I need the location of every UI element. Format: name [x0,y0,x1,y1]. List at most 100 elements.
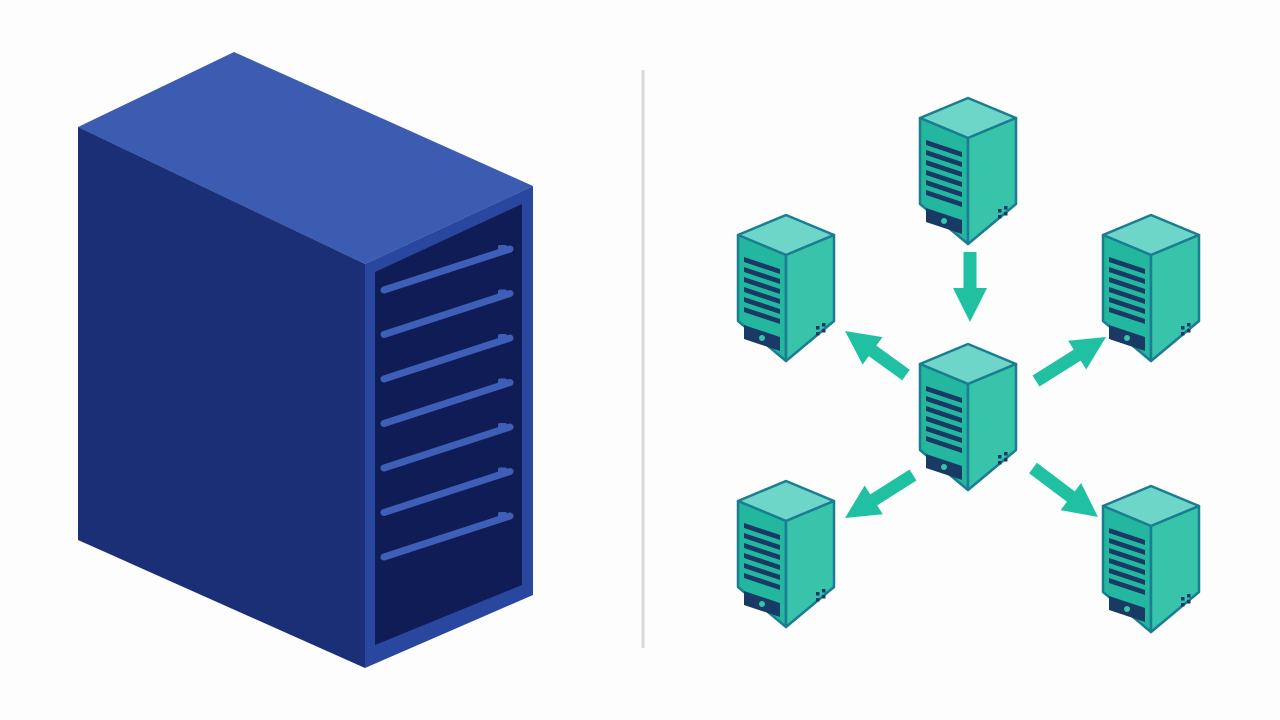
node-side-face [784,233,836,363]
tower-bay-panel [375,204,522,645]
drive-bay-indicator [498,378,507,388]
drive-bay-indicator [498,512,507,521]
node-vent-stripe [744,523,780,540]
node-status-dot [816,598,820,602]
node-status-dot [1004,212,1008,216]
node-status-dot [998,215,1002,219]
drive-bay-line [380,423,514,472]
node-vent-stripe [926,160,962,177]
node-status-dot [1187,323,1191,327]
node-vent-stripe [744,257,780,274]
node-vent-stripe [1109,578,1145,595]
node-power-indicator [941,218,947,224]
tower-top-face [78,52,533,264]
node-vent-stripe [744,553,780,570]
drive-bay-indicator [498,423,507,432]
node-vent-stripe [744,533,780,550]
flow-arrow [953,252,987,322]
node-vent-stripe [926,170,962,187]
node-vent-stripe [744,573,780,590]
flow-arrow [1032,337,1106,387]
flow-arrow [845,469,917,518]
node-power-indicator [759,601,765,607]
node-status-dot [1004,458,1008,462]
node-vent-stripe [1109,267,1145,284]
node-vent-stripe [1109,297,1145,314]
drive-bay-line [380,379,514,427]
flow-arrow [1029,462,1098,517]
node-power-indicator [941,464,947,470]
node-vent-stripe [926,140,962,157]
distributed-servers-panel [736,96,1201,634]
flow-arrow [845,331,910,381]
node-vent-stripe [744,277,780,294]
node-status-dot [816,332,820,336]
node-vent-stripe [926,180,962,197]
drive-bay-line [380,290,514,338]
node-vent-stripe [1109,307,1145,324]
node-vent-stripe [1109,548,1145,565]
node-vent-stripe [1109,558,1145,575]
node-status-dot [1187,600,1191,604]
node-vent-stripe [926,386,962,403]
tower-front-face [78,127,365,668]
server-node-icon [736,213,836,363]
server-node-icon [918,342,1018,492]
node-vent-stripe [926,416,962,433]
drive-bay-line [380,468,514,516]
node-status-dot [1181,603,1185,607]
node-status-dot [822,589,826,593]
node-status-dot [998,455,1002,459]
node-vent-stripe [744,297,780,314]
drive-bay-indicator [498,245,507,254]
server-node-icon [736,479,836,629]
node-status-dot [816,326,820,330]
drive-bay-line [380,512,514,561]
node-vent-stripe [1109,528,1145,545]
node-status-dot [1181,326,1185,330]
node-side-face [1149,504,1201,634]
drive-bay-line [380,245,514,294]
drive-bay-indicator [498,334,507,343]
node-vent-stripe [1109,257,1145,274]
node-vent-stripe [744,563,780,580]
server-node-icon [1101,213,1201,363]
node-status-dot [1181,597,1185,601]
node-status-dot [1187,594,1191,598]
node-side-face [966,116,1018,246]
node-power-indicator [759,335,765,341]
node-status-dot [998,209,1002,213]
node-status-dot [822,323,826,327]
server-node-icon [918,96,1018,246]
node-vent-stripe [926,436,962,453]
node-status-dot [1181,332,1185,336]
node-side-face [1149,233,1201,363]
node-status-dot [822,329,826,333]
node-vent-stripe [744,307,780,324]
drive-bay-line [380,334,514,383]
node-vent-stripe [1109,277,1145,294]
node-vent-stripe [926,150,962,167]
node-status-dot [822,595,826,599]
node-status-dot [1187,329,1191,333]
single-server-panel [78,52,533,668]
node-side-face [784,499,836,629]
node-status-dot [1004,452,1008,456]
node-vent-stripe [926,190,962,207]
node-vent-stripe [744,267,780,284]
node-vent-stripe [1109,538,1145,555]
node-power-indicator [1124,606,1130,612]
node-side-face [966,362,1018,492]
node-status-dot [998,461,1002,465]
node-vent-stripe [1109,287,1145,304]
node-status-dot [1004,206,1008,210]
node-vent-stripe [926,406,962,423]
server-tower-icon [78,52,533,668]
drive-bay-indicator [498,289,507,299]
node-status-dot [816,592,820,596]
server-node-icon [1101,484,1201,634]
node-vent-stripe [926,426,962,443]
drive-bay-indicator [498,467,507,477]
node-vent-stripe [926,396,962,413]
